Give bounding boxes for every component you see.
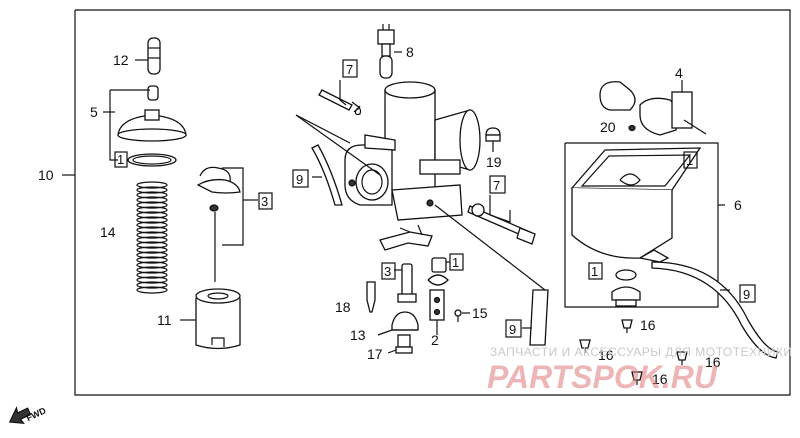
spring-coil (136, 186, 168, 194)
part-3-jet-needle (196, 166, 241, 282)
outer-frame (74, 9, 791, 396)
part-16-screw-c (676, 351, 688, 365)
part-13-float-valve (391, 311, 419, 331)
spring-coil (136, 281, 168, 289)
part-cap (117, 109, 187, 142)
part-18-pilot-jet (366, 281, 376, 313)
spring-coil (136, 206, 168, 214)
part-carburetor-body (344, 81, 481, 221)
part-float-bowl (570, 147, 702, 263)
spring-coil (136, 241, 168, 249)
spring-coil (136, 261, 168, 269)
callout-1b: 1 (452, 255, 459, 270)
spring-coil (136, 246, 168, 254)
spring-coil (136, 211, 168, 219)
callout-1c: 1 (686, 153, 693, 168)
callout-7a: 7 (346, 62, 353, 77)
spring-coil (136, 196, 168, 204)
spring-coil (136, 201, 168, 209)
part-2-needle-jet-holder (427, 257, 449, 321)
part-15-screw (454, 309, 462, 322)
callout-1a: 1 (117, 152, 124, 167)
callout-11: 11 (157, 312, 172, 328)
part-drain-plug (611, 286, 641, 307)
part-float-gasket (615, 269, 637, 281)
spring-coil (136, 181, 168, 189)
part-16-screw-d (631, 371, 643, 385)
callout-16a: 16 (640, 317, 656, 333)
part-5-screw (147, 85, 159, 101)
watermark-tagline: ЗАПЧАСТИ И АКСЕССУАРЫ ДЛЯ МОТОТЕХНИКИ (490, 345, 792, 359)
part-14-spring (136, 181, 168, 294)
part-4-float (599, 80, 707, 136)
part-11-throttle-valve (195, 288, 241, 350)
part-8-starter-plunger (377, 24, 395, 79)
watermark-logo: PARTSPOK.RU (487, 359, 718, 395)
callout-20: 20 (600, 119, 616, 135)
spring-coil (136, 266, 168, 274)
spring-coil (136, 191, 168, 199)
callout-4: 4 (675, 65, 683, 81)
part-9-drain-tube-right (651, 261, 779, 359)
callout-12: 12 (113, 52, 129, 68)
callout-3b: 3 (384, 264, 391, 279)
part-16-screw-a (621, 319, 633, 333)
part-7-screw-lower (467, 203, 536, 245)
spring-coil (136, 256, 168, 264)
spring-coil (136, 236, 168, 244)
callout-7b: 7 (493, 178, 500, 193)
callout-16c: 16 (705, 354, 721, 370)
spring-coil (136, 226, 168, 234)
svg-text:FWD: FWD (25, 405, 48, 423)
part-float-arm (379, 224, 433, 251)
part-3-main-jet (397, 263, 417, 303)
part-7-screw-upper (318, 89, 362, 116)
callout-9b: 9 (509, 322, 516, 337)
part-9-vent-tube-left (311, 144, 343, 206)
fwd-arrow-icon: FWD (8, 405, 48, 425)
spring-coil (136, 221, 168, 229)
callout-17: 17 (367, 346, 383, 362)
callout-6: 6 (734, 197, 742, 213)
spring-coil (136, 271, 168, 279)
spring-coil (136, 216, 168, 224)
callout-3a: 3 (261, 194, 268, 209)
spring-coil (136, 286, 168, 294)
callout-18: 18 (335, 299, 351, 315)
part-12-top-screw (147, 37, 161, 75)
callout-15: 15 (472, 305, 488, 321)
part-9-overflow-tube (529, 289, 549, 346)
callout-10: 10 (38, 167, 54, 183)
spring-coil (136, 276, 168, 284)
callout-1d: 1 (591, 264, 598, 279)
callout-2: 2 (431, 332, 439, 348)
callout-19: 19 (486, 154, 502, 170)
callout-13: 13 (350, 327, 366, 343)
part-19-cap (485, 127, 501, 142)
part-20-pin (628, 124, 636, 132)
callout-9c: 9 (743, 287, 750, 302)
part-17-plug (395, 334, 413, 354)
part-16-screw-b (579, 339, 591, 353)
callout-9a: 9 (296, 172, 303, 187)
callout-8: 8 (406, 44, 414, 60)
callout-16d: 16 (652, 371, 668, 387)
callout-14: 14 (100, 224, 116, 240)
spring-coil (136, 231, 168, 239)
callout-5: 5 (90, 104, 98, 120)
spring-coil (136, 251, 168, 259)
callout-16b: 16 (598, 347, 614, 363)
